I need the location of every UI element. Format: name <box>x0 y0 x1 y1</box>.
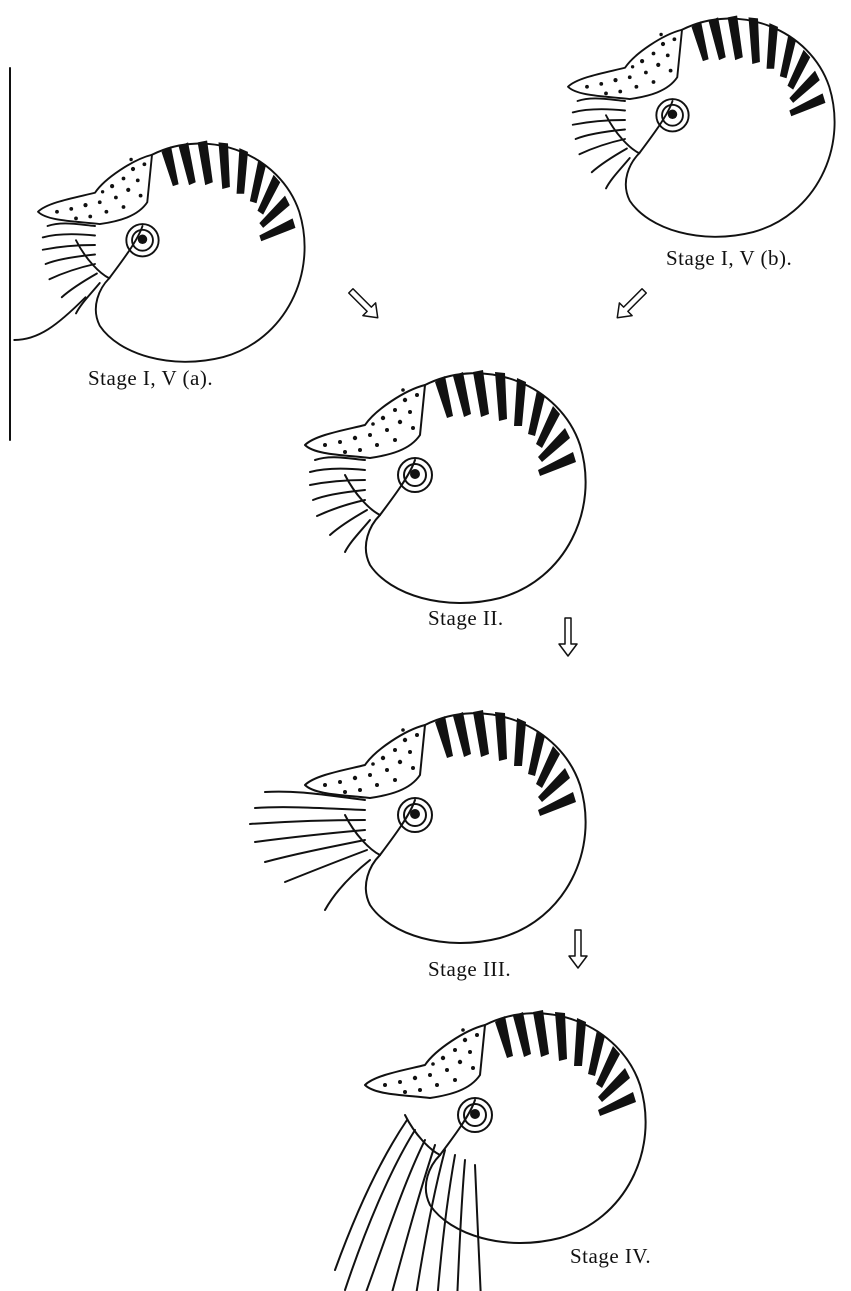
nautilus-stage-2 <box>305 370 586 603</box>
nautilus-stage-3 <box>250 710 586 943</box>
nautilus-stage-1-5a <box>14 141 304 362</box>
arrow-2-to-3 <box>559 618 577 656</box>
nautilus-stage-1-5b <box>568 15 835 236</box>
label-stage-3: Stage III. <box>428 957 511 982</box>
label-stage-1-5b: Stage I, V (b). <box>666 246 792 271</box>
label-stage-2: Stage II. <box>428 606 504 631</box>
label-stage-4: Stage IV. <box>570 1244 651 1269</box>
arrow-1b-to-2 <box>611 284 651 324</box>
arrow-1a-to-2 <box>344 284 384 324</box>
arrow-3-to-4 <box>569 930 587 968</box>
label-stage-1-5a: Stage I, V (a). <box>88 366 213 391</box>
